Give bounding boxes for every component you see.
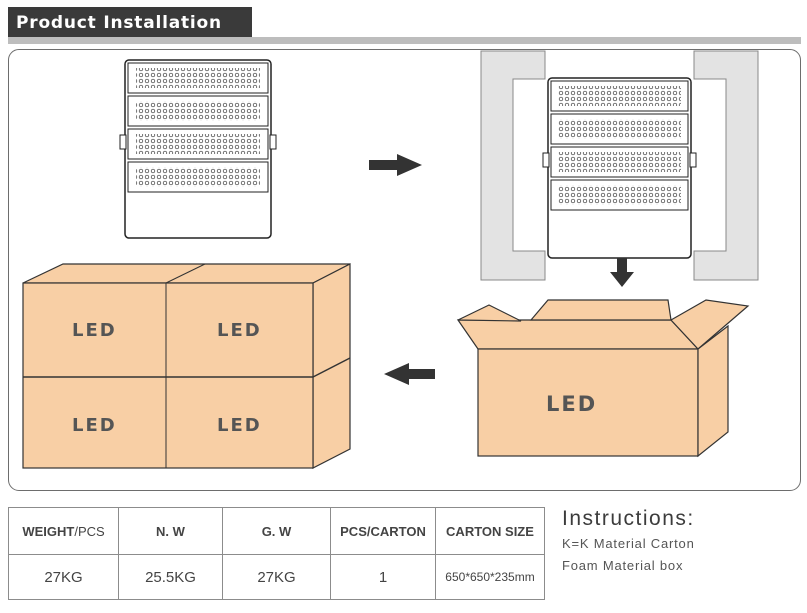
carton-label: LED (546, 392, 598, 416)
spec-table: WEIGHT/PCS N. W G. W PCS/CARTON CARTON S… (8, 507, 545, 600)
open-carton (456, 299, 750, 458)
floodlight-icon (542, 77, 697, 259)
table-cell: 27KG (8, 554, 119, 600)
instruction-line: Foam Material box (562, 558, 684, 573)
header-cell: PCS/CARTON (330, 507, 436, 555)
carton-label: LED (217, 415, 262, 436)
table-cell: 1 (330, 554, 436, 600)
header-text: PCS/CARTON (340, 523, 426, 539)
instruction-line: K=K Material Carton (562, 536, 695, 551)
header-text: N. W (156, 523, 185, 539)
header-rule (8, 37, 801, 44)
header-text: WEIGHT (22, 523, 75, 539)
floodlight-icon (119, 59, 277, 239)
stacked-cartons (22, 263, 351, 469)
section-header: Product Installation (8, 7, 252, 37)
header-cell: CARTON SIZE (435, 507, 545, 555)
instructions-heading: Instructions: (562, 507, 695, 531)
foam-block-right (693, 50, 759, 281)
foam-block-left (480, 50, 546, 281)
arrow-right-icon (369, 154, 422, 176)
table-header-row: WEIGHT/PCS N. W G. W PCS/CARTON CARTON S… (8, 507, 545, 555)
header-cell: G. W (222, 507, 331, 555)
table-cell: 650*650*235mm (435, 554, 545, 600)
header-subtext: /PCS (74, 523, 105, 539)
carton-label: LED (72, 415, 117, 436)
instructions-colon: : (687, 507, 695, 530)
arrow-down-icon (610, 258, 634, 287)
instructions-title: Instructions (562, 507, 688, 530)
table-cell: 25.5KG (118, 554, 223, 600)
table-cell: 27KG (222, 554, 331, 600)
section-title: Product Installation (16, 13, 222, 33)
header-text: G. W (261, 523, 292, 539)
header-cell: N. W (118, 507, 223, 555)
arrow-left-icon (384, 363, 435, 385)
installation-panel (8, 49, 801, 491)
carton-label: LED (72, 320, 117, 341)
header-cell: WEIGHT/PCS (8, 507, 119, 555)
carton-label: LED (217, 320, 262, 341)
header-text: CARTON SIZE (446, 523, 534, 539)
table-row: 27KG 25.5KG 27KG 1 650*650*235mm (8, 554, 545, 600)
